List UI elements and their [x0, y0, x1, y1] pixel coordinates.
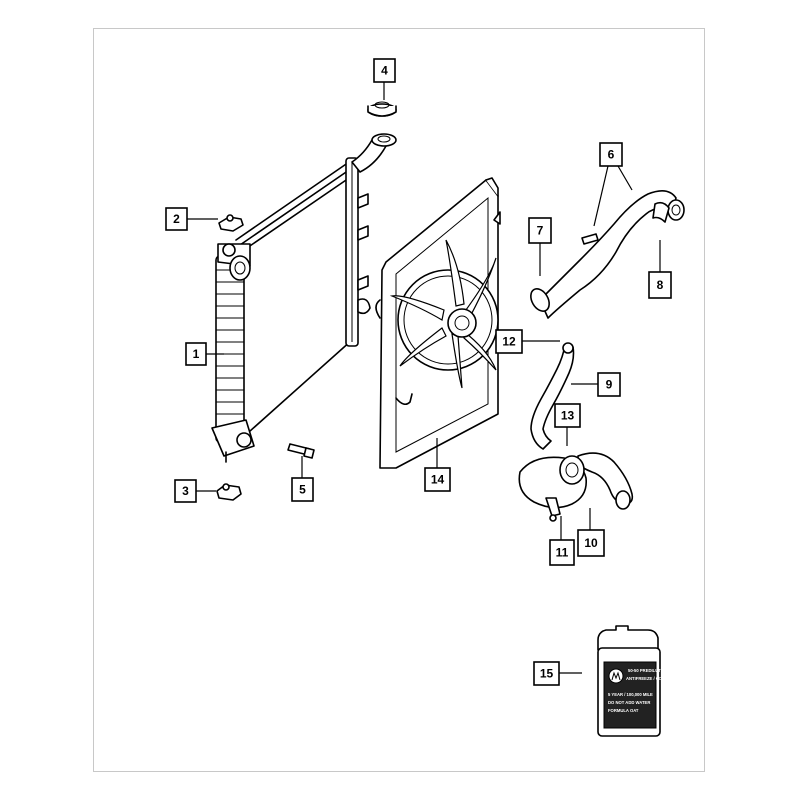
lower-hose-assembly [518, 452, 634, 522]
svg-text:9: 9 [606, 378, 613, 392]
leader-lines [187, 82, 661, 674]
jug-label-line1: 50-50 PREDILUTED [628, 668, 667, 673]
jug-label-line5: FORMULA OAT [608, 708, 639, 713]
callout-2: 2 [165, 207, 188, 231]
bypass-hose [530, 342, 575, 450]
drain-bolt [287, 443, 315, 459]
callout-4: 4 [373, 58, 396, 83]
jug-label-line2: ANTIFREEZE / COOLANT [626, 676, 677, 681]
callout-13: 13 [554, 403, 581, 428]
svg-text:6: 6 [608, 148, 615, 162]
radiator-cap [367, 101, 397, 117]
callout-11: 11 [549, 539, 575, 566]
svg-text:13: 13 [561, 409, 575, 423]
svg-text:11: 11 [556, 546, 569, 560]
callout-15: 15 [533, 661, 560, 686]
callout-5: 5 [291, 477, 314, 502]
radiator [211, 133, 397, 463]
svg-text:15: 15 [540, 667, 554, 681]
svg-text:4: 4 [381, 64, 388, 78]
callout-7: 7 [528, 217, 552, 244]
callout-6: 6 [599, 142, 623, 167]
callout-9: 9 [597, 372, 621, 397]
jug-label-line4: DO NOT ADD WATER [608, 700, 650, 705]
fan-shroud [375, 177, 501, 469]
svg-text:1: 1 [193, 347, 200, 361]
coolant-jug: 50-50 PREDILUTED ANTIFREEZE / COOLANT 5 … [597, 625, 677, 737]
svg-text:7: 7 [537, 224, 544, 238]
isolator-upper [218, 214, 244, 232]
svg-text:3: 3 [182, 484, 189, 498]
svg-text:12: 12 [502, 335, 516, 349]
svg-text:8: 8 [657, 278, 664, 292]
callout-3: 3 [174, 479, 197, 503]
svg-text:5: 5 [299, 483, 306, 497]
callout-10: 10 [577, 529, 605, 557]
callout-14: 14 [424, 467, 451, 492]
upper-radiator-hose [530, 190, 685, 319]
callout-8: 8 [648, 271, 672, 299]
svg-text:14: 14 [431, 473, 445, 487]
callout-1: 1 [185, 342, 207, 366]
callout-12: 12 [495, 329, 523, 354]
svg-text:10: 10 [584, 536, 598, 550]
svg-text:2: 2 [173, 212, 180, 226]
isolator-lower [216, 483, 242, 501]
jug-label-line3: 5 YEAR / 100,000 MILE [608, 692, 653, 697]
